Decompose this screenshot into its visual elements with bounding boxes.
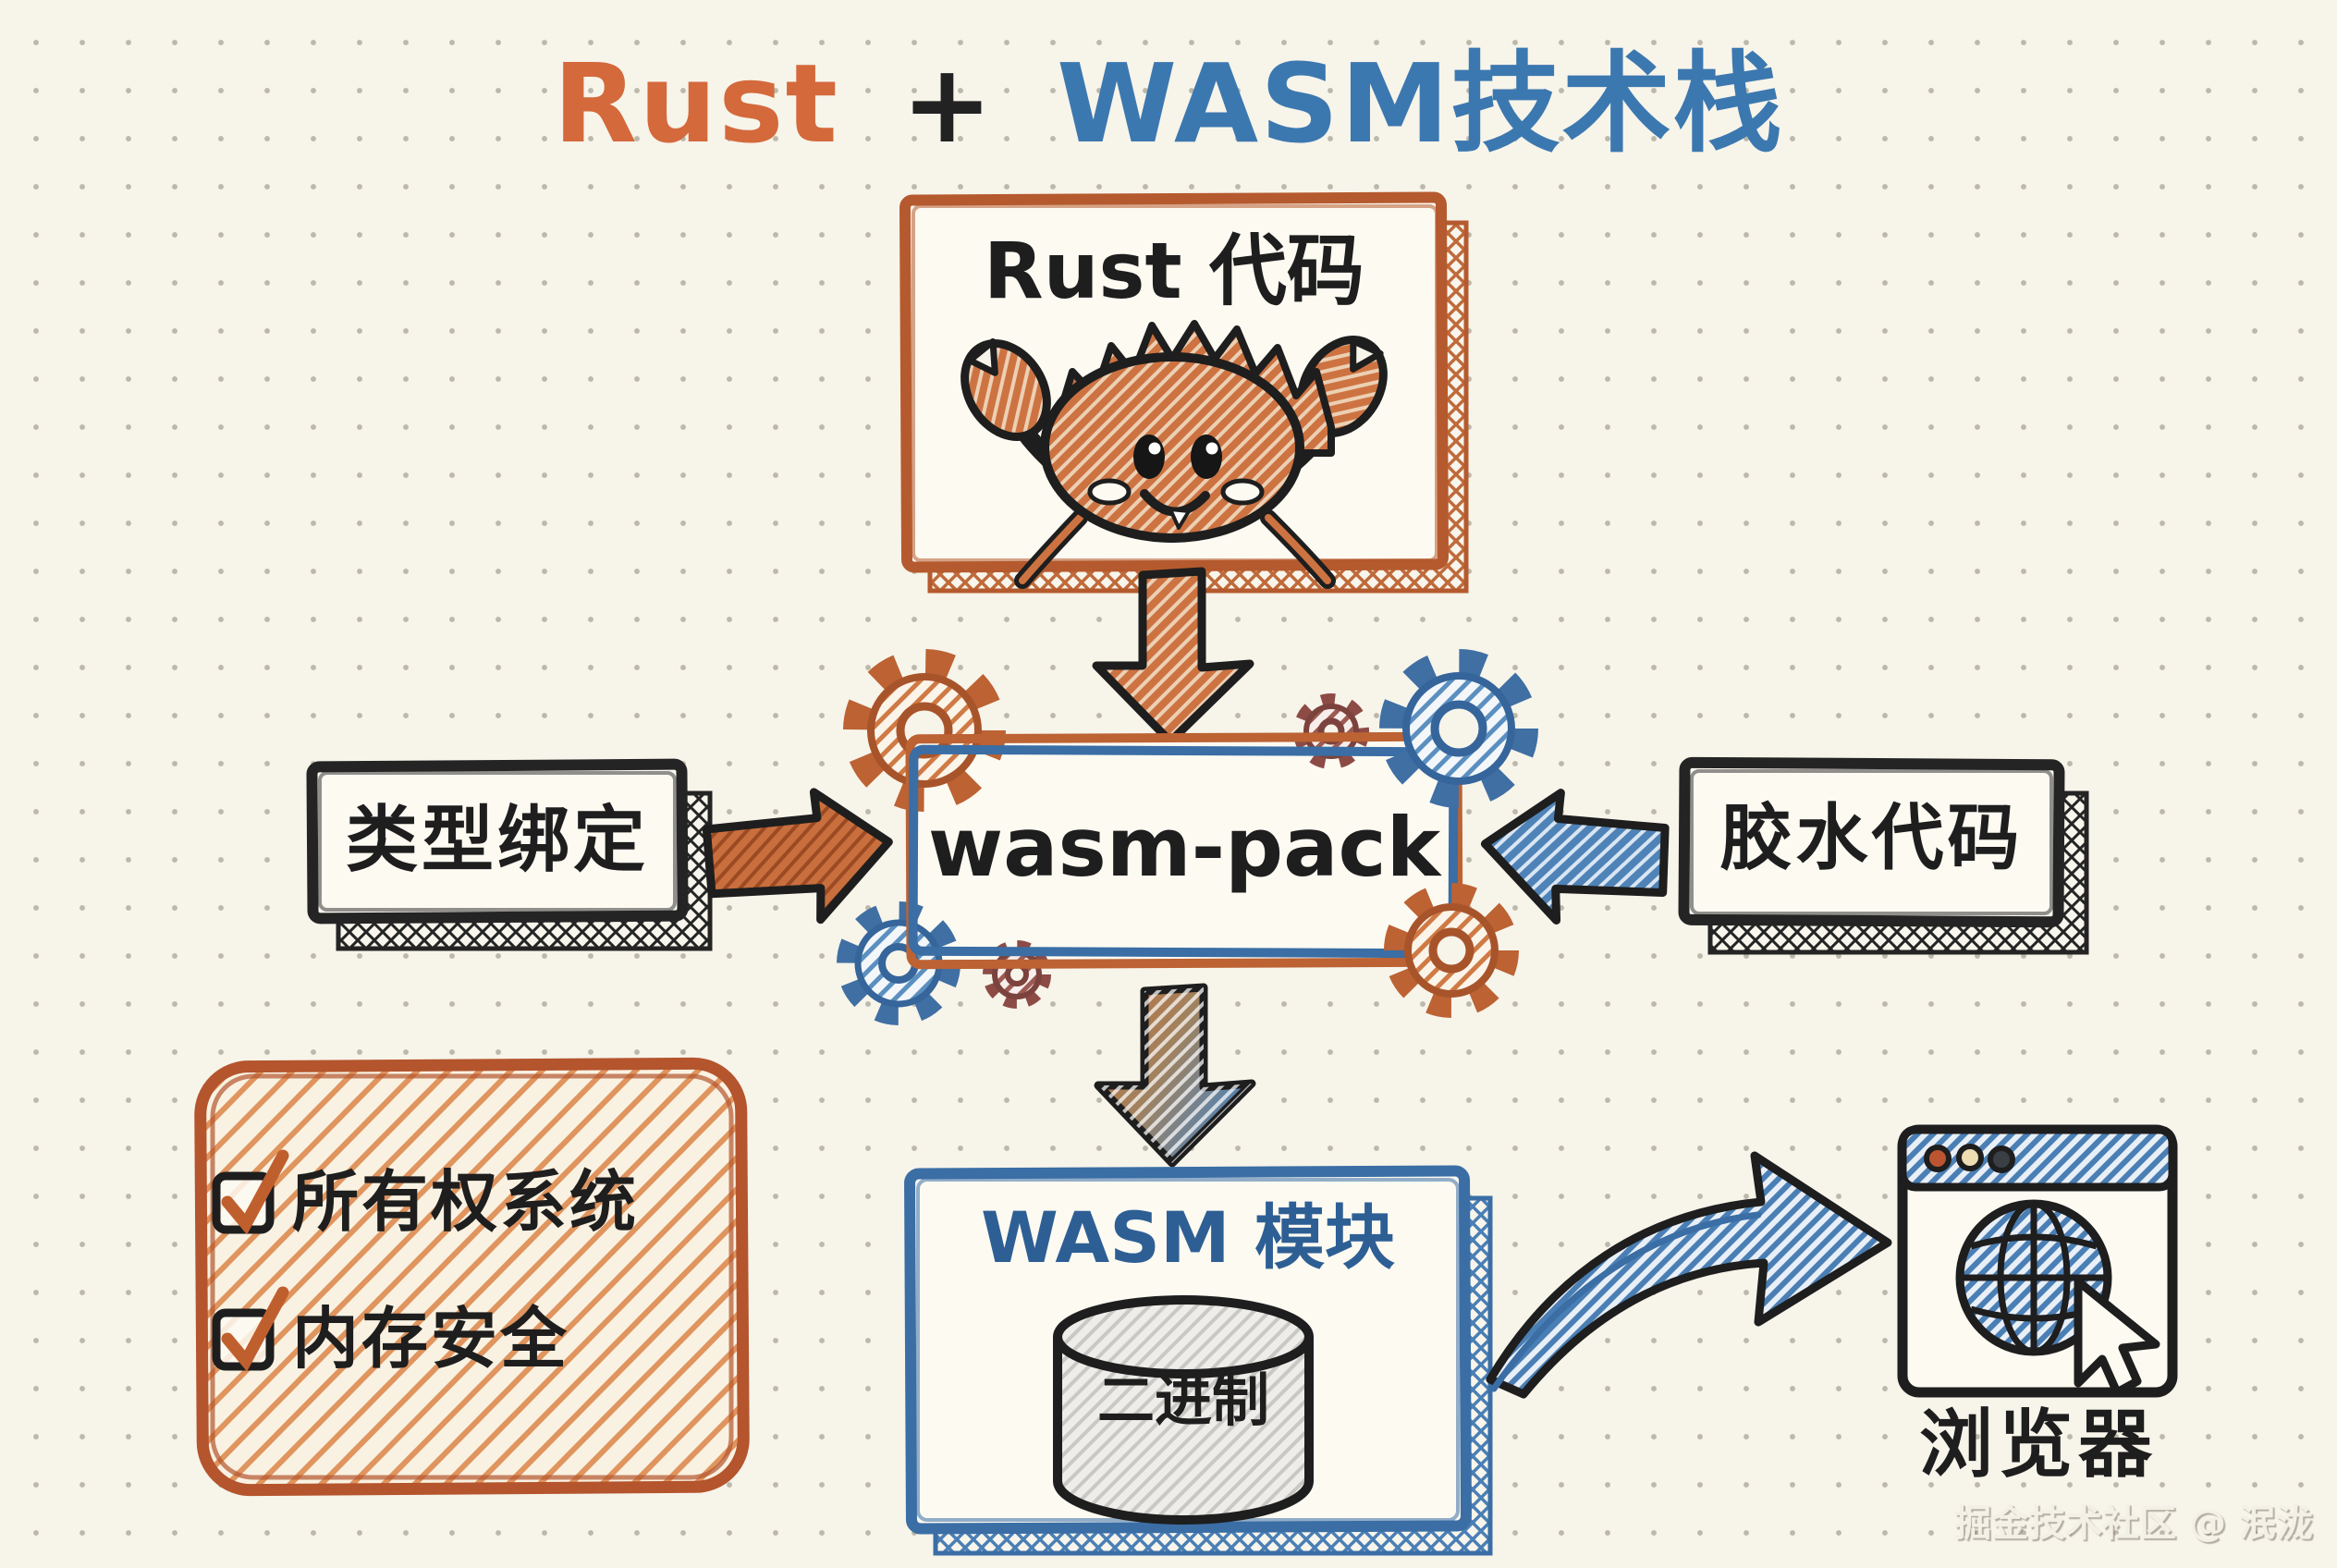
checkbox-icon: [212, 1286, 289, 1372]
down-arrow-icon: [1092, 567, 1254, 746]
binary-label: 二进制: [1096, 1366, 1269, 1434]
title-plus: +: [901, 40, 995, 167]
wasm-pack-label: wasm-pack: [927, 800, 1441, 895]
wasm-pack-box-fill: [911, 738, 1458, 963]
checklist-item-memory-safety: 内存安全: [292, 1300, 570, 1378]
title-wasm: WASM技术栈: [1056, 40, 1784, 167]
checkbox-icon: [212, 1149, 289, 1235]
checklist-panel: [194, 1057, 750, 1497]
title-rust: Rust: [553, 40, 839, 167]
cursor-icon: [2074, 1277, 2160, 1397]
wasm-pack-box: [905, 731, 1463, 970]
left-arrow-icon: [1480, 789, 1670, 925]
browser-window-icon: [1897, 1124, 2178, 1398]
ferris-crab-icon: [960, 320, 1388, 589]
browser-label: 浏览器: [1919, 1402, 2158, 1488]
right-arrow-icon: [702, 788, 893, 925]
gear-icon: [1379, 649, 1538, 1018]
window-dot-icon: [1924, 1145, 1952, 1172]
watermark: 掘金技术社区 @ 泯泷: [1954, 1502, 2313, 1545]
globe-icon: [1955, 1199, 2112, 1356]
glue-code-box: [1678, 756, 2089, 955]
type-binding-label: 类型绑定: [345, 799, 649, 882]
curved-arrow-icon: [1486, 1151, 1892, 1399]
glue-code-label: 胶水代码: [1719, 797, 2024, 880]
down-arrow-gradient-icon: [1094, 983, 1256, 1168]
wasm-module-label: WASM 模块: [980, 1196, 1396, 1279]
checklist-item-ownership: 所有权系统: [292, 1163, 640, 1241]
checkmark-icon: [221, 1149, 289, 1235]
type-binding-box: [306, 758, 713, 951]
page-title: Rust + WASM技术栈: [0, 43, 2337, 165]
rust-code-label: Rust 代码: [984, 226, 1364, 316]
window-dot-icon: [1956, 1144, 1984, 1171]
window-dot-icon: [1988, 1145, 2015, 1173]
binary-cylinder-icon: [1053, 1295, 1314, 1525]
checkmark-icon: [221, 1286, 289, 1372]
